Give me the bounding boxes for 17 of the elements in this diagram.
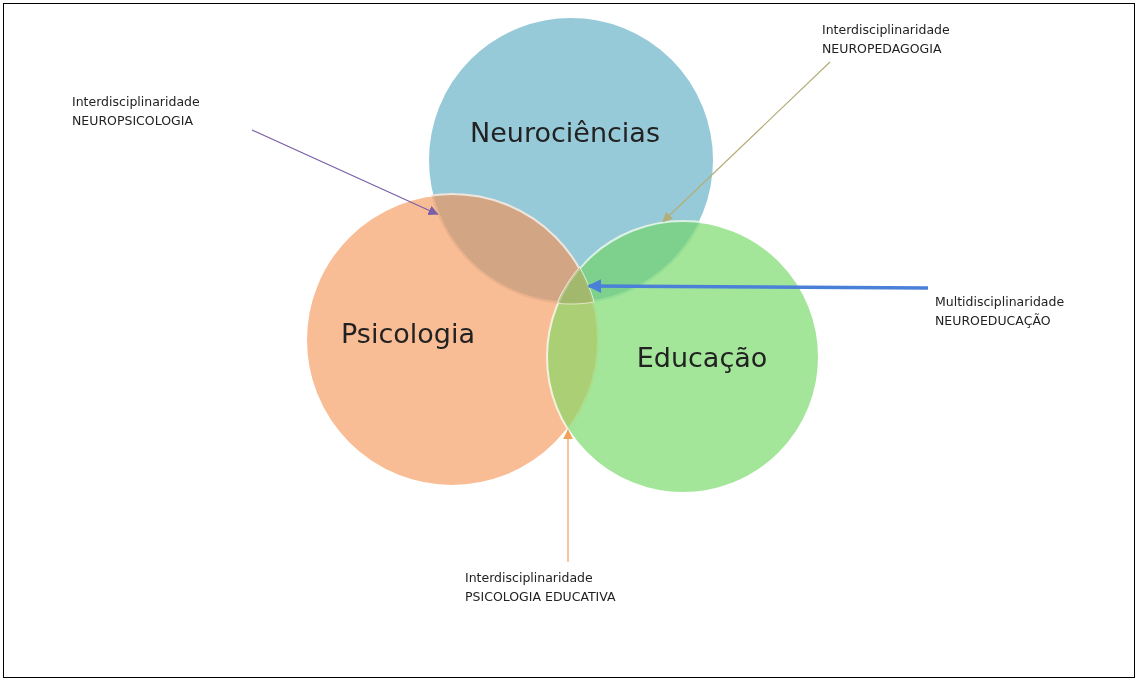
circle-label: Neurociências: [470, 116, 660, 148]
overlap-region: [557, 266, 595, 305]
annotation-label: NEUROPSICOLOGIA: [72, 112, 194, 130]
leader-arrow: [251, 129, 439, 216]
annotation-label: PSICOLOGIA EDUCATIVA: [465, 588, 616, 606]
circle-label: Educação: [636, 341, 768, 373]
annotation-label: NEUROPEDAGOGIA: [822, 40, 943, 58]
annotation-label: Interdisciplinaridade: [822, 21, 950, 39]
annotation-label: Interdisciplinaridade: [72, 93, 200, 111]
annotation-label: Multidisciplinaridade: [935, 293, 1065, 311]
overlap-region: [546, 267, 599, 431]
leader-arrow: [662, 61, 831, 223]
annotation-label: NEUROEDUCAÇÃO: [935, 312, 1052, 330]
circle-label: Psicologia: [341, 317, 475, 349]
annotation-label: Interdisciplinaridade: [465, 569, 594, 587]
leader-arrow: [563, 429, 573, 563]
leader-arrow: [587, 279, 928, 294]
